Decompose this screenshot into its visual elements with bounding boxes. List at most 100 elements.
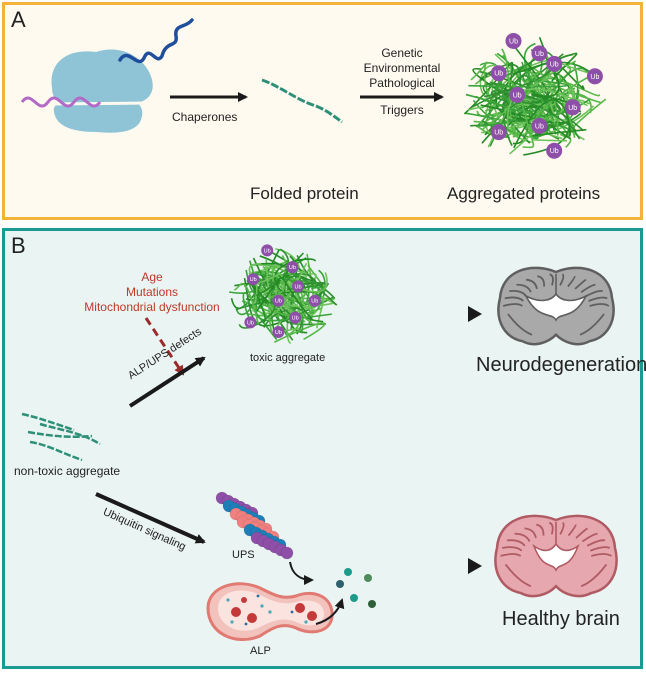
brain-gyrus	[549, 273, 554, 286]
ubiquitin-label: Ub	[264, 248, 271, 254]
protein-fibril	[233, 283, 260, 325]
ubiquitin-badge	[509, 86, 526, 103]
folded-protein-label: Folded protein	[250, 184, 359, 203]
brain-gyrus	[500, 553, 522, 557]
ubiquitin-badge	[531, 45, 548, 62]
protein-fibril	[512, 52, 578, 82]
alp-label: ALP	[250, 645, 271, 657]
proteasome-subunit	[280, 546, 294, 560]
ubiquitin-label: Ub	[590, 74, 599, 81]
toxic-aggregate-label: toxic aggregate	[250, 352, 326, 364]
protein-fibril	[274, 322, 326, 343]
brain-gyrus	[581, 532, 598, 543]
ubiquitin-label: Ub	[535, 51, 544, 58]
brain-gyrus	[580, 563, 608, 588]
brain-gyrus	[536, 523, 545, 536]
brain-gyrus	[567, 275, 576, 288]
protein-fibril	[522, 71, 599, 149]
ubiquitin-badge	[546, 55, 563, 72]
ups-label: UPS	[232, 549, 255, 561]
protein-fibril	[257, 277, 314, 321]
ubiquitin-label: Ub	[535, 123, 544, 130]
ubiquitin-badge	[247, 273, 260, 286]
brain-gyrus	[580, 283, 596, 293]
ribosome-illustration	[20, 18, 194, 133]
risk-factor-item: Age	[141, 270, 163, 284]
protein-fibril	[283, 275, 337, 306]
arrow-ubiquitin-signaling	[95, 492, 206, 544]
non-toxic-aggregate-illustration	[21, 412, 101, 462]
arrow-alp-ups-defects	[128, 356, 206, 408]
ubiquitin-badge	[564, 99, 581, 116]
ubiquitin-badge	[490, 65, 507, 82]
protein-fibril	[496, 68, 532, 132]
brain-gyrus	[548, 521, 554, 535]
ubiquitin-badge	[308, 294, 321, 307]
degraded-fragments	[336, 568, 376, 608]
arrow-ups-degradation	[289, 561, 314, 585]
ubiquitin-label: Ub	[275, 299, 282, 305]
brain-gyrus	[504, 296, 525, 302]
ups-proteasome-illustration	[215, 491, 294, 560]
healthy-brain-illustration	[494, 514, 618, 598]
ubiquitin-label: Ub	[247, 320, 254, 326]
ubiquitin-label: Ub	[292, 316, 299, 322]
alp-lysosome-illustration	[206, 582, 334, 641]
ubiquitin-badge	[289, 311, 302, 324]
ubiquitin-label: Ub	[494, 130, 503, 137]
brain-gyrus	[589, 303, 610, 307]
brain-gyrus	[502, 303, 523, 307]
trigger-item: Pathological	[369, 76, 435, 90]
brain-ventricles	[524, 292, 588, 322]
risk-factors-arrow	[144, 317, 185, 376]
protein-fibril	[470, 61, 490, 95]
brain-gyrus	[574, 278, 587, 290]
ubiquitin-label: Ub	[294, 284, 301, 290]
brain-gyrus	[507, 313, 533, 336]
ubiquitin-badge	[292, 280, 304, 293]
protein-fibril	[513, 99, 571, 149]
protein-fibril	[485, 98, 532, 134]
protein-fibril	[246, 297, 335, 317]
protein-fibril	[243, 277, 334, 327]
ubiquitin-label: Ub	[568, 105, 577, 112]
brain-gyrus	[504, 563, 532, 588]
ubiquitin-badge	[531, 117, 548, 134]
brain-gyrus	[586, 539, 606, 547]
protein-fibril	[255, 262, 289, 297]
arrow-to-healthy-brain-head	[468, 558, 482, 574]
brain-gyrus	[514, 532, 531, 542]
chaperones-label: Chaperones	[172, 110, 238, 124]
non-toxic-aggregate-label: non-toxic aggregate	[14, 464, 121, 478]
neurodegeneration-label: Neurodegeneration	[476, 354, 646, 376]
protein-fibril	[507, 88, 589, 129]
ubiquitin-badge	[286, 261, 299, 274]
folded-protein-strand	[261, 78, 343, 124]
ubiquitin-label: Ub	[550, 61, 559, 68]
ubiquitin-label: Ub	[311, 299, 318, 305]
brain-gyrus	[559, 521, 565, 535]
trigger-item: Genetic	[381, 46, 423, 60]
arrow-alp-degradation	[315, 598, 345, 625]
brain-gyrus	[591, 553, 612, 557]
protein-fibril	[274, 258, 317, 297]
ubiquitin-badge	[490, 124, 507, 141]
panel-b-letter: B	[11, 233, 26, 258]
ubiquitin-badge	[272, 294, 285, 307]
brain-gyrus	[525, 278, 538, 290]
brain-gyrus	[559, 273, 565, 286]
ubiquitin-badge	[261, 244, 274, 257]
brain-gyrus	[589, 546, 611, 552]
brain-gyrus	[502, 546, 523, 552]
brain-gyrus	[567, 524, 577, 537]
ubiquitin-label: Ub	[509, 38, 518, 45]
brain-gyrus	[524, 527, 537, 539]
ubiquitin-badge	[272, 326, 285, 338]
panel-a-letter: A	[11, 7, 26, 32]
brain-gyrus	[588, 296, 608, 302]
protein-fibril	[468, 78, 569, 88]
